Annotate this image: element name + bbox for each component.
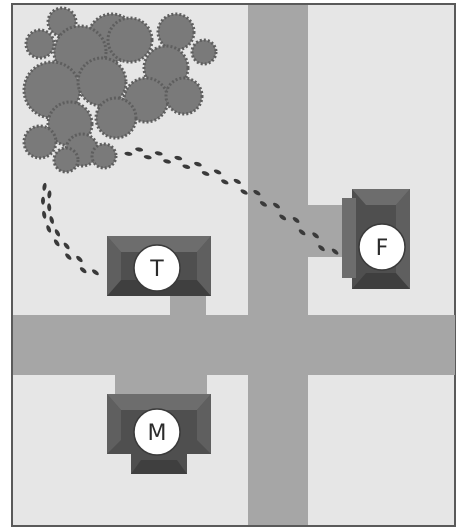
house-label-f: F	[376, 236, 389, 261]
house-f: F	[342, 189, 410, 289]
marker-m	[133, 408, 181, 456]
road-vertical	[248, 5, 308, 525]
house-label-t: T	[149, 257, 164, 282]
house-label-m: M	[148, 421, 167, 446]
house-m: M	[107, 394, 211, 474]
house-t: T	[107, 236, 211, 296]
footprints-icon	[40, 147, 339, 276]
marker-f	[358, 223, 406, 271]
tree-cluster-icon	[22, 6, 218, 174]
marker-t	[133, 244, 181, 292]
house-icon	[107, 394, 211, 474]
driveway-m	[115, 374, 207, 396]
road-horizontal	[13, 315, 455, 375]
